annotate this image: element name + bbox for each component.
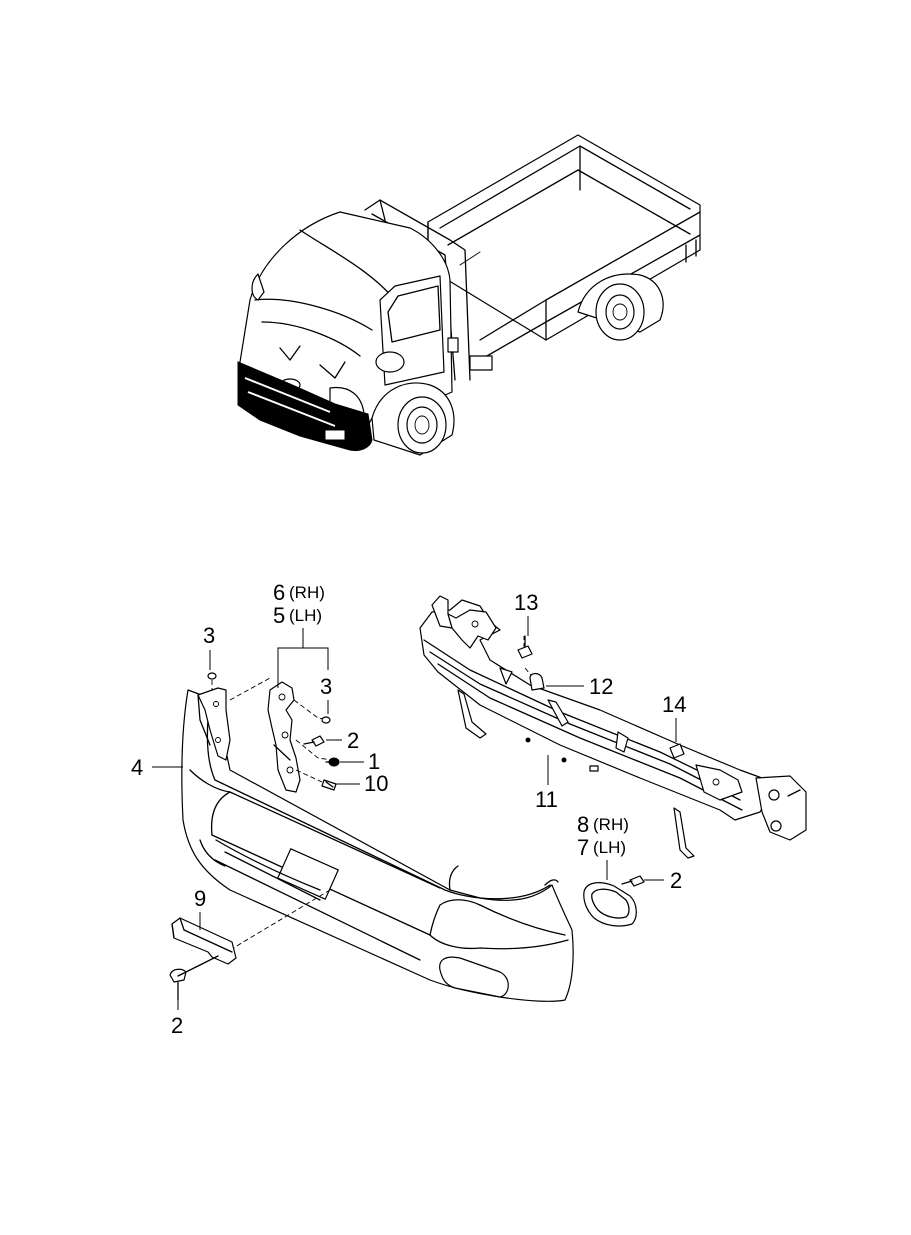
callout-2b: 2 [171,1013,183,1038]
callout-2c: 2 [670,868,682,893]
callout-14: 14 [662,692,686,717]
callout-4: 4 [131,755,143,780]
nut-14 [669,743,685,759]
leader-lines [152,616,677,1010]
bumper-reinforcement-beam [419,595,807,859]
callout-2a: 2 [347,728,359,753]
truck-overview-illustration [237,134,701,456]
clip-12 [529,672,545,691]
nut-1 [325,757,340,767]
front-bumper-highlight [237,361,373,451]
callout-6-side: (RH) [289,583,325,602]
screw-2-lower [169,955,219,1001]
callout-12: 12 [589,674,613,699]
callout-10: 10 [364,771,388,796]
bolt-13 [517,635,533,659]
callout-3a: 3 [203,623,215,648]
fastener-group-beam [517,635,685,759]
callout-labels: 3 6 (RH) 5 (LH) 3 2 1 10 4 9 2 13 12 14 … [131,580,686,1038]
callout-11: 11 [535,787,558,812]
fastener-group-left [207,672,340,791]
callout-13: 13 [514,590,538,615]
screw-2-upper [303,735,325,747]
callout-3b: 3 [320,674,332,699]
callout-6: 6 [273,580,285,605]
callout-5-side: (LH) [289,606,322,625]
bumper-side-bracket [267,681,301,793]
callout-9: 9 [194,886,206,911]
callout-7: 7 [577,835,589,860]
clip-3-right [321,716,331,724]
license-plate-bracket [169,917,237,1001]
front-wheel [371,382,455,456]
callout-1: 1 [368,749,380,774]
clip-3-left [207,672,217,680]
callout-7-side: (LH) [593,838,626,857]
rivet-10 [321,779,337,791]
callout-8: 8 [577,812,589,837]
callout-5: 5 [273,603,285,628]
screw-2-fog [621,875,645,887]
bumper-cover [181,689,574,1002]
bumper-end-bracket-left [197,687,231,761]
rear-wheel [577,273,664,341]
fog-lamp-cover [583,875,645,927]
callout-8-side: (RH) [593,815,629,834]
